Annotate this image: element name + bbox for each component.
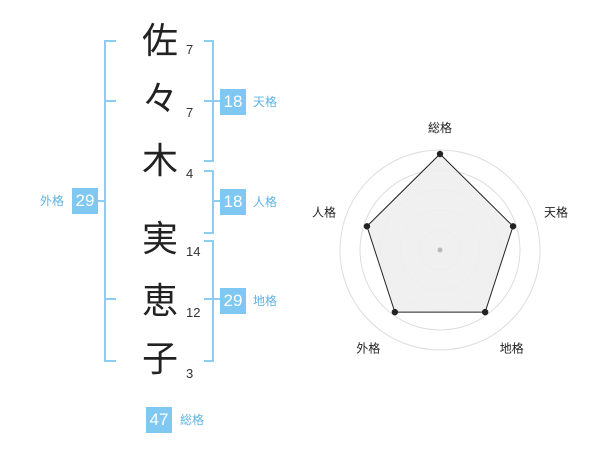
- tenkaku-label: 天格: [253, 95, 278, 109]
- stroke-count-3: 4: [186, 166, 194, 181]
- tenkaku-badge: 18: [220, 89, 246, 115]
- name-char-5: 恵: [141, 281, 178, 322]
- chikaku-bracket-connector: [212, 298, 222, 300]
- radar-data-area: [366, 153, 514, 313]
- radar-point-4: [391, 308, 399, 316]
- tenkaku-bracket-connector: [212, 100, 222, 102]
- name-char-2: 々: [141, 79, 178, 120]
- radar-axis-label-5: 人格: [312, 204, 336, 219]
- gaikaku-label: 外格: [40, 194, 65, 208]
- chikaku-label: 地格: [253, 294, 278, 308]
- name-char-3: 木: [141, 141, 178, 182]
- soukaku-label: 総格: [180, 413, 205, 427]
- gaikaku-bracket-connector: [96, 200, 106, 202]
- gaikaku-badge: 29: [72, 188, 98, 214]
- soukaku-badge: 47: [146, 407, 172, 433]
- radar-axis-label-3: 地格: [500, 341, 524, 356]
- chikaku-badge: 29: [220, 288, 246, 314]
- gaikaku-bracket-tick: [106, 100, 116, 102]
- radar-center-dot: [437, 247, 443, 253]
- radar-point-2: [509, 223, 517, 230]
- name-char-4: 実: [141, 219, 178, 260]
- name-char-1: 佐: [141, 21, 178, 62]
- stroke-count-5: 12: [186, 305, 201, 320]
- stroke-count-4: 14: [186, 244, 201, 259]
- radar-axis-label-2: 天格: [544, 204, 568, 219]
- jinkaku-label: 人格: [253, 195, 278, 209]
- radar-axis-label-4: 外格: [356, 341, 380, 356]
- radar-point-3: [481, 308, 489, 316]
- jinkaku-bracket: [204, 170, 214, 234]
- stroke-count-6: 3: [186, 366, 194, 381]
- chikaku-bracket-tick: [204, 298, 214, 300]
- jinkaku-bracket-connector: [212, 200, 222, 202]
- chikaku-bracket: [204, 240, 214, 362]
- name-char-6: 子: [141, 339, 178, 380]
- radar-point-1: [436, 150, 444, 158]
- radar-axis-label-1: 総格: [428, 120, 452, 135]
- stroke-count-2: 7: [186, 105, 194, 120]
- gaikaku-bracket-tick: [106, 298, 116, 300]
- jinkaku-badge: 18: [220, 189, 246, 215]
- tenkaku-bracket-tick: [204, 100, 214, 102]
- radar-point-5: [363, 223, 371, 230]
- radar-grid-ring: [339, 149, 541, 351]
- stroke-count-1: 7: [186, 42, 194, 57]
